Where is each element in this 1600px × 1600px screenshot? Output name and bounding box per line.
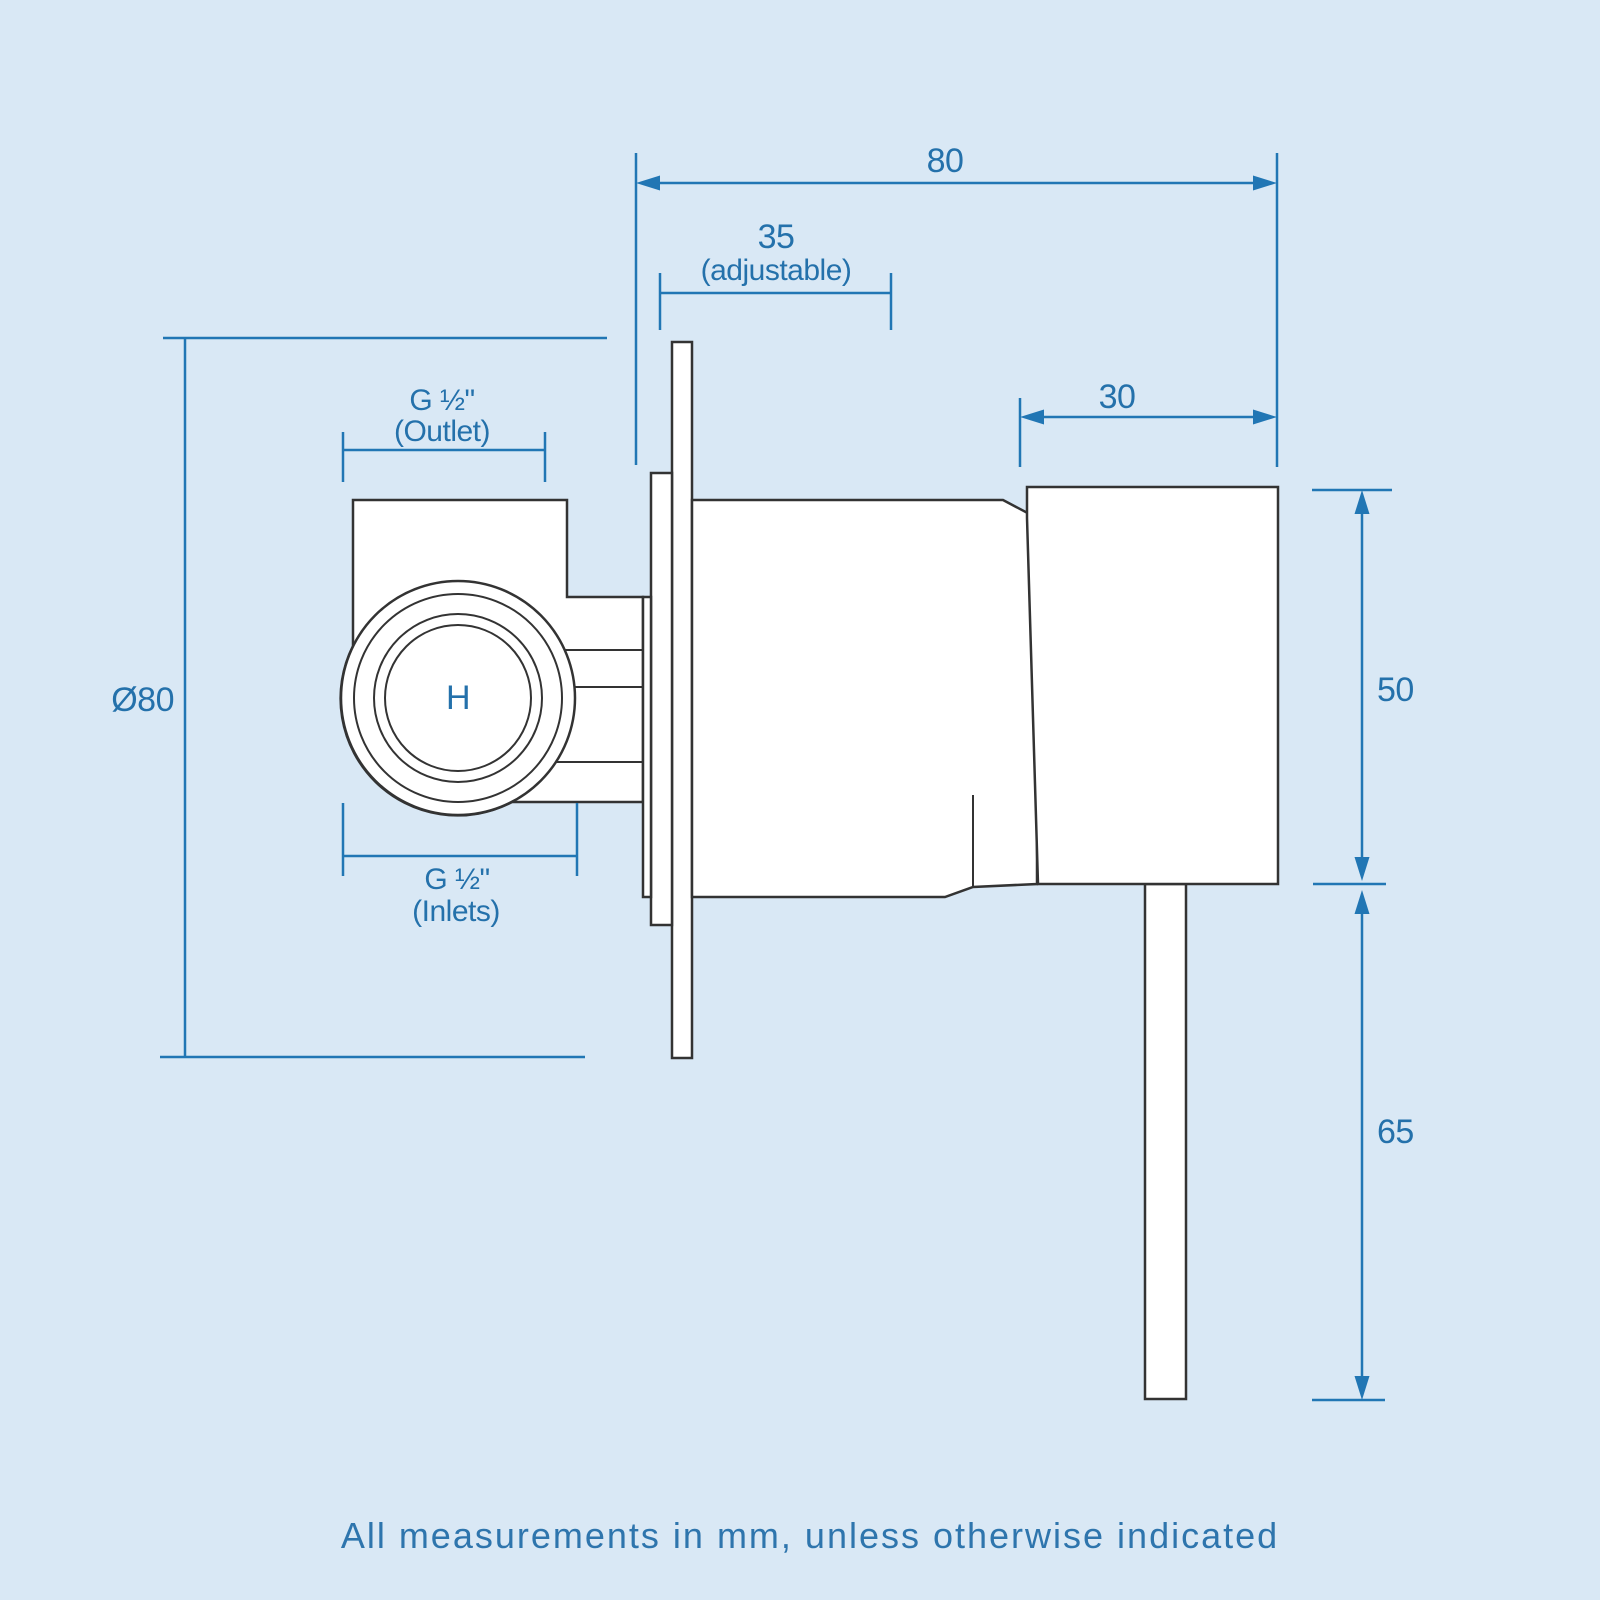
knob-outer-circle [339,579,577,817]
dim-handle-depth: 30 [1018,378,1277,467]
sleeve-lip [641,595,653,899]
dim-outlet: G ½" (Outlet) [341,384,547,482]
dim-body-height: 50 [1312,488,1414,886]
adjustable-sleeve [649,471,674,927]
dim-value: 30 [1099,378,1136,416]
dim-value: 80 [927,142,964,180]
arrow-down-icon [1354,1376,1370,1400]
thread-size: G ½" [409,384,474,417]
knob-ring-circle [353,593,563,803]
lever-handle [1143,882,1188,1401]
dim-top-width: 80 [634,142,1279,467]
wall-plate [670,340,694,1060]
arrow-left-icon [636,175,660,191]
thread-note: (Inlets) [412,895,500,928]
dim-lever-length: 65 [1312,890,1414,1402]
arrow-down-icon [1354,857,1370,881]
arrow-up-icon [1354,890,1370,914]
cartridge-body [690,498,1039,899]
thread-size: G ½" [424,863,489,896]
dim-inlets: G ½" (Inlets) [341,803,579,928]
dim-value: 50 [1377,671,1414,709]
footer-note: All measurements in mm, unless otherwise… [341,1515,1279,1556]
hot-indicator: H [446,679,470,717]
dim-value: 65 [1377,1113,1414,1151]
dim-value: 35 [758,218,795,256]
dim-plate-diameter: Ø80 [111,336,607,1059]
arrow-right-icon [1253,175,1277,191]
knob-cap-circle [384,624,532,772]
arrow-left-icon [1020,409,1044,425]
dim-value: Ø80 [111,681,174,719]
arrow-up-icon [1354,490,1370,514]
knob-collar-circle [373,613,543,783]
arrow-right-icon [1253,409,1277,425]
handle-grip [1025,485,1280,886]
dim-adjustable: 35 (adjustable) [658,218,893,330]
thread-note: (Outlet) [394,415,490,448]
dim-note: (adjustable) [701,254,852,287]
valve-drawing: H [339,340,1280,1401]
